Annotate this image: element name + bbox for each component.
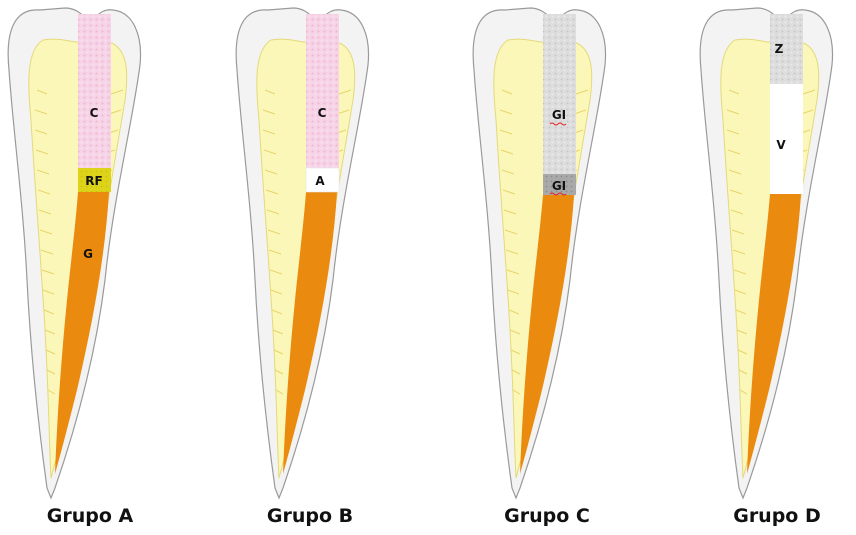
layer-label-b-0: C bbox=[318, 106, 327, 120]
tooth-group-b: C A bbox=[236, 8, 368, 498]
void-layer bbox=[770, 84, 803, 194]
layer-label-b-1: A bbox=[315, 174, 325, 188]
tooth-group-d: Z V bbox=[700, 8, 832, 498]
composite-layer bbox=[306, 14, 339, 168]
glass-ionomer-layer bbox=[543, 14, 576, 174]
group-d-label: Grupo D bbox=[682, 505, 856, 527]
composite-layer bbox=[78, 14, 111, 168]
group-a-label: Grupo A bbox=[0, 505, 185, 527]
group-c-label: Grupo C bbox=[452, 505, 642, 527]
layer-label-d-0: Z bbox=[775, 42, 784, 56]
layer-label-a-1: RF bbox=[85, 174, 102, 188]
layer-label-a-0: C bbox=[90, 106, 99, 120]
tooth-group-a: C RF G bbox=[8, 8, 140, 498]
layer-label-d-1: V bbox=[776, 138, 786, 152]
group-b-label: Grupo B bbox=[215, 505, 405, 527]
tooth-group-c: GI GI bbox=[473, 8, 605, 498]
layer-label-c-1: GI bbox=[552, 179, 566, 193]
layer-label-c-0: GI bbox=[552, 108, 566, 122]
layer-label-a-2: G bbox=[83, 247, 93, 261]
